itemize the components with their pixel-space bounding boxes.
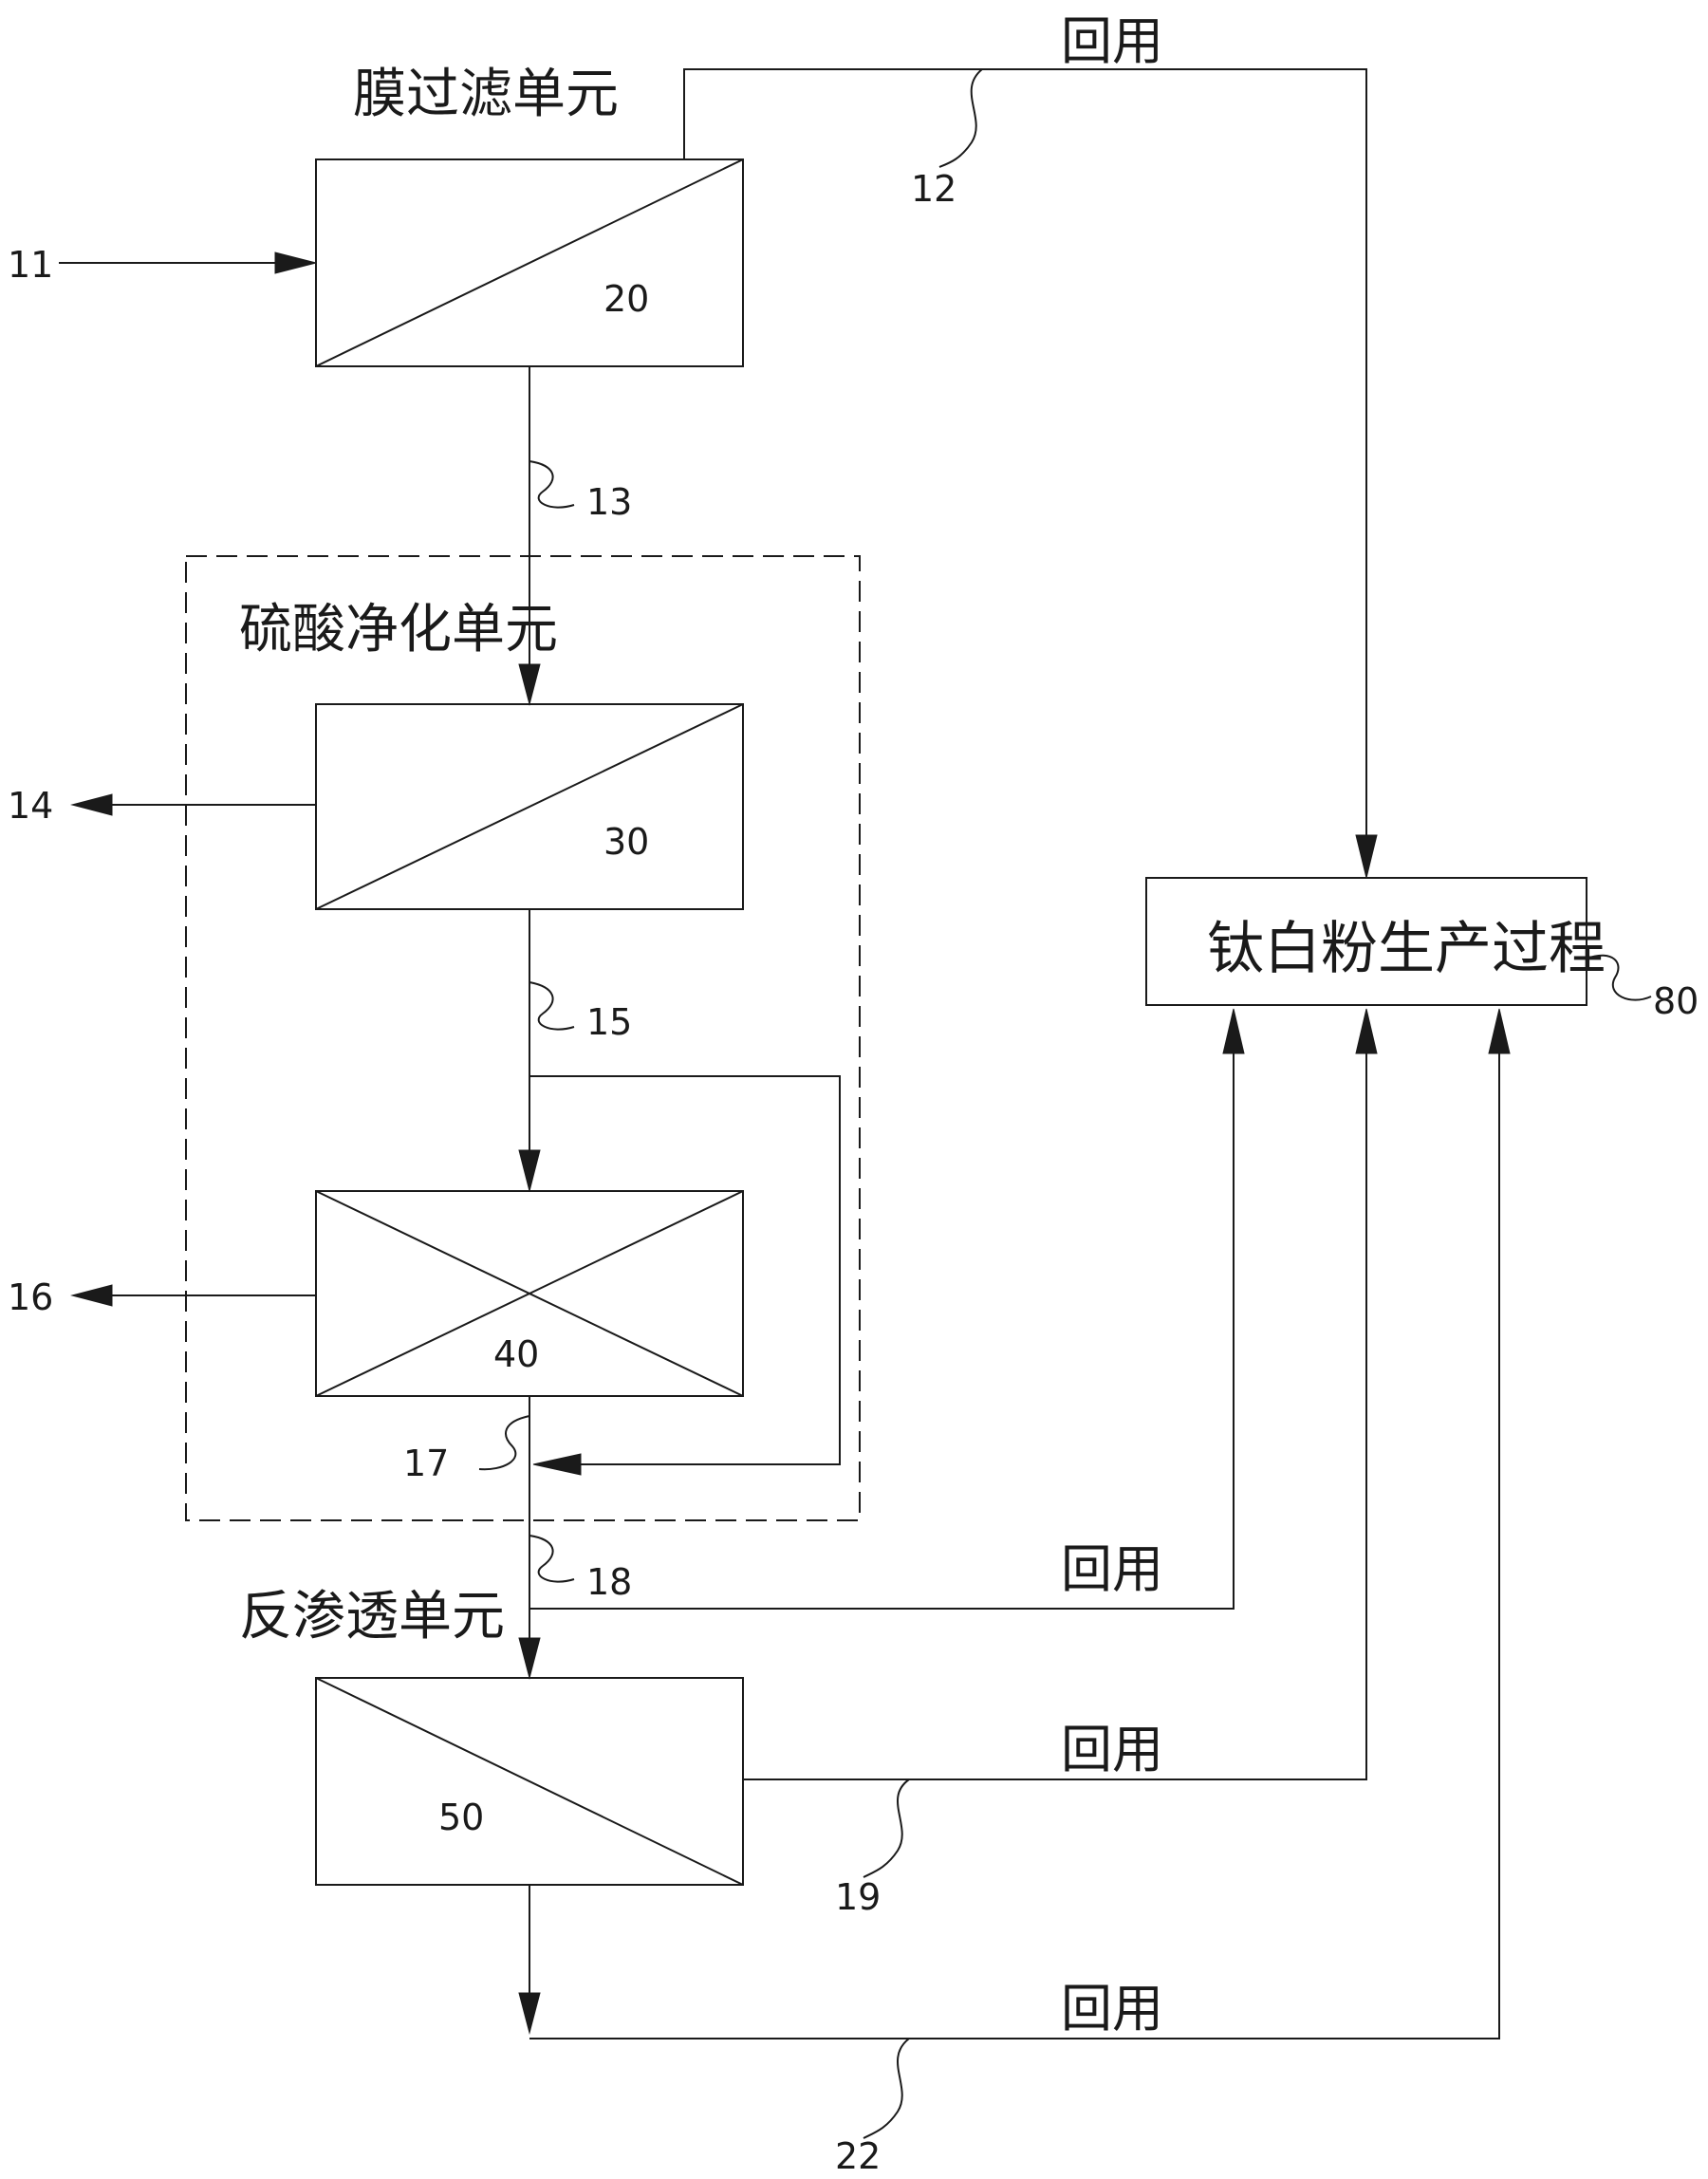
stream-12-arrowhead: [1355, 834, 1378, 879]
stream-22-label: 22: [835, 2135, 881, 2177]
stream-19-leader: [863, 1779, 910, 1878]
stream-13-arrowhead: [518, 663, 541, 706]
stream-19-label: 19: [835, 1876, 881, 1918]
reuse-label-12: 回用: [1061, 11, 1163, 71]
stream-22-down-arrowhead: [518, 1992, 541, 2035]
stream-12-line: [683, 68, 1367, 835]
titanium-process-leader: [1586, 954, 1652, 1001]
stream-22-arrowhead: [1488, 1008, 1511, 1054]
stream-14-label: 14: [8, 785, 53, 827]
stream-22-leader: [863, 2038, 910, 2139]
bypass-arrowhead: [532, 1453, 582, 1476]
titanium-process-id: 80: [1653, 980, 1699, 1022]
purification-unit-title: 硫酸净化单元: [239, 599, 558, 661]
stream-17-label: 17: [403, 1443, 449, 1484]
ro-unit-diagonal: [315, 1677, 744, 1886]
stream-15-label: 15: [586, 1001, 632, 1043]
titanium-process-box: [1145, 877, 1587, 1006]
purification-stage-30-diagonal: [315, 703, 744, 910]
stream-12-leader: [938, 68, 983, 168]
stream-18-arrowhead: [518, 1637, 541, 1680]
ro-unit-id: 50: [438, 1797, 484, 1838]
stream-18-leader: [529, 1535, 575, 1583]
stream-14-arrowhead: [70, 793, 113, 816]
stream-15-leader: [529, 981, 575, 1031]
reuse-label-18: 回用: [1061, 1539, 1163, 1599]
stream-13-leader: [529, 460, 575, 509]
purification-stage-40-id: 40: [493, 1333, 539, 1375]
stream-16-label: 16: [8, 1276, 53, 1318]
membrane-unit-id: 20: [603, 278, 649, 320]
membrane-unit-title: 膜过滤单元: [353, 64, 619, 125]
reuse-label-19: 回用: [1061, 1720, 1163, 1779]
reuse-18-arrowhead: [1222, 1008, 1245, 1054]
ro-unit-title: 反渗透单元: [239, 1586, 505, 1648]
stream-15-arrowhead: [518, 1149, 541, 1192]
stream-22-line: [529, 1053, 1500, 2039]
purification-stage-40-diag-b: [315, 1190, 744, 1397]
stream-18-label: 18: [586, 1561, 632, 1603]
stream-19-line: [743, 1053, 1367, 1780]
stream-11-label: 11: [8, 244, 53, 286]
stream-19-arrowhead: [1355, 1008, 1378, 1054]
membrane-unit-diagonal: [315, 158, 744, 367]
reuse-line-18: [529, 1053, 1235, 1610]
bypass-line: [529, 1075, 841, 1465]
titanium-process-title: 钛白粉生产过程: [1207, 916, 1606, 982]
stream-11-arrowhead: [274, 251, 317, 274]
purification-stage-30-id: 30: [603, 821, 649, 863]
purification-unit-border: [185, 555, 861, 1521]
stream-12-label: 12: [911, 168, 956, 210]
stream-17-leader: [478, 1415, 530, 1471]
stream-13-label: 13: [586, 481, 632, 523]
stream-16-arrowhead: [70, 1284, 113, 1307]
reuse-label-22: 回用: [1061, 1979, 1163, 2039]
